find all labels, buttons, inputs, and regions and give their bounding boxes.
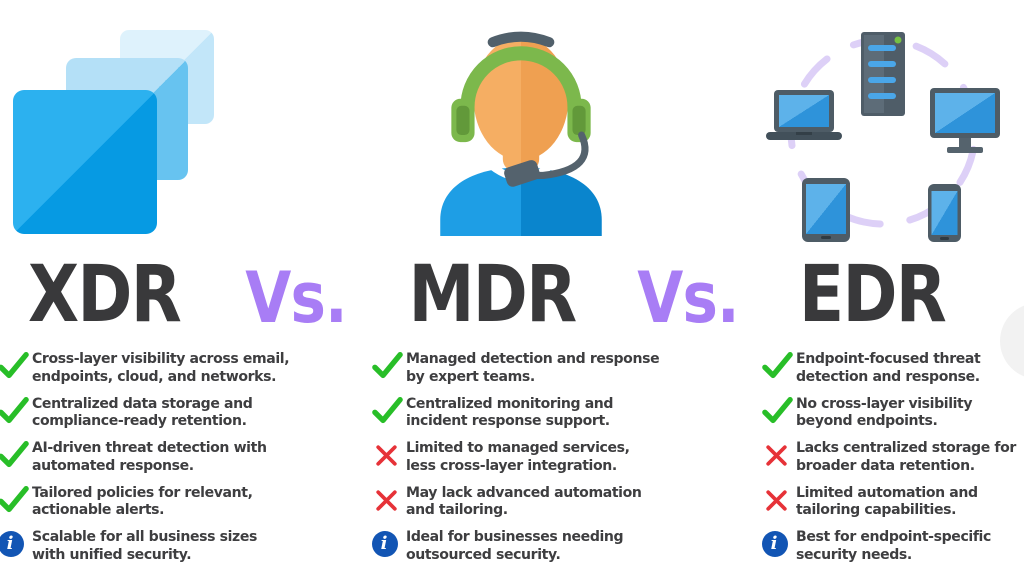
list-text: Endpoint-focused threat detection and re… xyxy=(796,351,981,385)
layered-squares-icon xyxy=(12,28,252,240)
cross-icon xyxy=(762,484,796,513)
list-item: Tailored policies for relevant, actionab… xyxy=(0,484,328,520)
list-item: Lacks centralized storage for broader da… xyxy=(762,439,1024,475)
list-text: Ideal for businesses needing outsourced … xyxy=(406,529,624,563)
list-item: Endpoint-focused threat detection and re… xyxy=(762,350,1024,386)
check-icon xyxy=(0,439,32,468)
heading-mdr: MDR xyxy=(408,250,578,340)
list-text: Scalable for all business sizes with uni… xyxy=(32,529,257,563)
list-text: AI-driven threat detection with automate… xyxy=(32,440,267,474)
check-icon xyxy=(762,395,796,424)
list-text: Centralized monitoring and incident resp… xyxy=(406,395,614,430)
list-text: Tailored policies for relevant, actionab… xyxy=(32,484,253,519)
list-item: Centralized monitoring and incident resp… xyxy=(372,395,682,431)
phone-icon xyxy=(928,184,961,242)
xdr-list: Cross-layer visibility across email, end… xyxy=(0,350,328,573)
check-icon xyxy=(0,395,32,424)
list-text: Managed detection and response by expert… xyxy=(406,351,660,385)
check-icon xyxy=(372,395,406,424)
heading-xdr: XDR xyxy=(27,250,182,340)
list-text: Centralized data storage and compliance-… xyxy=(32,395,253,430)
heading-vs-1: Vs. xyxy=(245,257,347,339)
monitor-icon xyxy=(930,88,1000,153)
cross-icon xyxy=(762,439,796,468)
list-item: i Scalable for all business sizes with u… xyxy=(0,528,328,564)
info-icon: i xyxy=(0,528,32,557)
list-text: Lacks centralized storage for broader da… xyxy=(796,440,1016,474)
edr-list: Endpoint-focused threat detection and re… xyxy=(762,350,1024,573)
list-item: AI-driven threat detection with automate… xyxy=(0,439,328,475)
list-text: May lack advanced automation and tailori… xyxy=(406,484,642,519)
list-text: Limited automation and tailoring capabil… xyxy=(796,484,978,519)
check-icon xyxy=(0,484,32,513)
list-item: Cross-layer visibility across email, end… xyxy=(0,350,328,386)
list-item: Managed detection and response by expert… xyxy=(372,350,682,386)
list-item: i Best for endpoint-specific security ne… xyxy=(762,528,1024,564)
laptop-icon xyxy=(766,90,842,140)
list-item: Limited to managed services, less cross-… xyxy=(372,439,682,475)
list-item: May lack advanced automation and tailori… xyxy=(372,484,682,520)
list-item: Centralized data storage and compliance-… xyxy=(0,395,328,431)
check-icon xyxy=(0,350,32,379)
mdr-list: Managed detection and response by expert… xyxy=(372,350,682,573)
list-text: Limited to managed services, less cross-… xyxy=(406,440,630,474)
list-text: No cross-layer visibility beyond endpoin… xyxy=(796,395,973,430)
list-text: Cross-layer visibility across email, end… xyxy=(32,351,290,385)
layer-square-front xyxy=(13,90,157,234)
tablet-icon xyxy=(802,178,850,242)
list-item: Limited automation and tailoring capabil… xyxy=(762,484,1024,520)
server-icon xyxy=(861,32,905,116)
check-icon xyxy=(372,350,406,379)
info-icon: i xyxy=(372,528,406,557)
check-icon xyxy=(762,350,796,379)
support-agent-headset-icon xyxy=(440,31,602,236)
heading-vs-2: Vs. xyxy=(637,257,739,339)
device-network-circle-icon xyxy=(766,32,1000,242)
heading-edr: EDR xyxy=(798,250,947,340)
list-item: i Ideal for businesses needing outsource… xyxy=(372,528,682,564)
list-text: Best for endpoint-specific security need… xyxy=(796,529,991,563)
cross-icon xyxy=(372,439,406,468)
list-item: No cross-layer visibility beyond endpoin… xyxy=(762,395,1024,431)
info-icon: i xyxy=(762,528,796,557)
cross-icon xyxy=(372,484,406,513)
